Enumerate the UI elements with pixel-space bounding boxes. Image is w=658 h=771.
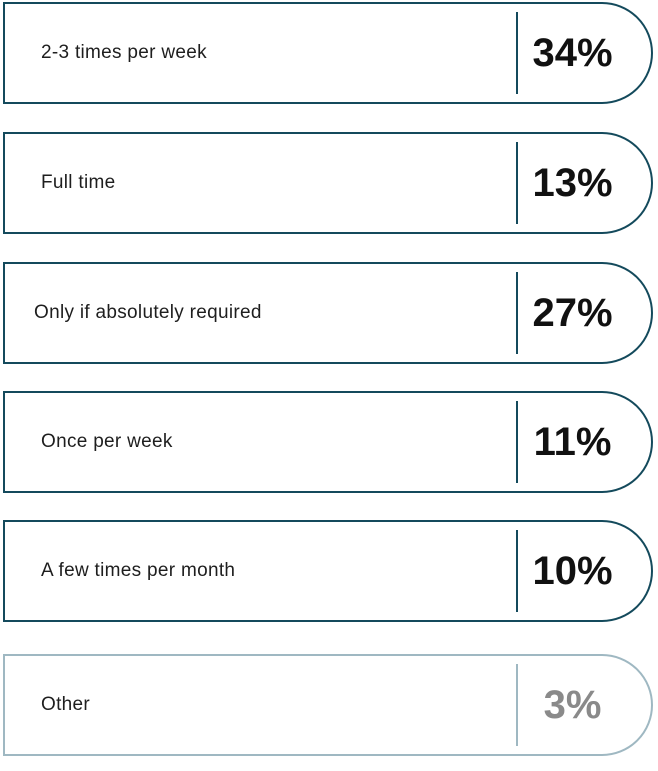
row-divider bbox=[516, 664, 518, 746]
response-percentage: 27% bbox=[532, 290, 613, 335]
response-percentage: 10% bbox=[532, 548, 613, 593]
response-row: Once per week 11% bbox=[3, 391, 653, 493]
response-label: Only if absolutely required bbox=[34, 302, 262, 323]
response-row: A few times per month 10% bbox=[3, 520, 653, 622]
response-percentage: 13% bbox=[532, 160, 613, 205]
row-divider bbox=[516, 272, 518, 354]
response-label: 2-3 times per week bbox=[41, 42, 207, 63]
row-divider bbox=[516, 530, 518, 612]
row-divider bbox=[516, 142, 518, 224]
response-label: Once per week bbox=[41, 431, 173, 452]
response-percentage: 34% bbox=[532, 30, 613, 75]
response-percentage: 11% bbox=[533, 419, 612, 464]
response-label: A few times per month bbox=[41, 560, 236, 581]
response-row: Only if absolutely required 27% bbox=[3, 262, 653, 364]
row-divider bbox=[516, 12, 518, 94]
response-row: Other 3% bbox=[3, 654, 653, 756]
row-divider bbox=[516, 401, 518, 483]
response-label: Other bbox=[41, 694, 91, 715]
response-row: 2-3 times per week 34% bbox=[3, 2, 653, 104]
response-label: Full time bbox=[41, 172, 116, 193]
response-percentage: 3% bbox=[543, 682, 602, 727]
response-row: Full time 13% bbox=[3, 132, 653, 234]
